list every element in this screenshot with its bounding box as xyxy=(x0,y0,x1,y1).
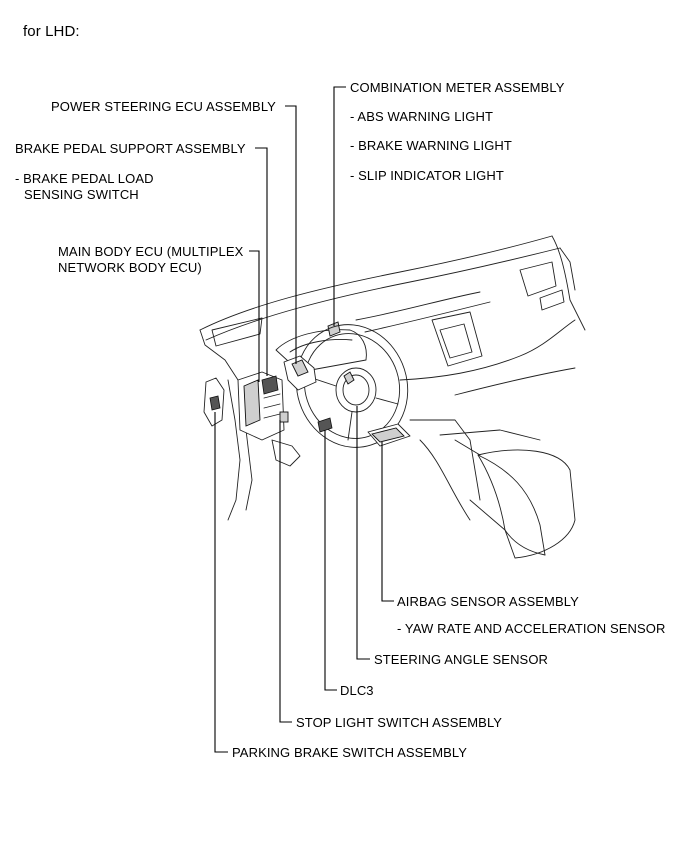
label-parking-brake-switch: PARKING BRAKE SWITCH ASSEMBLY xyxy=(232,745,468,760)
label-brake-pedal-support: BRAKE PEDAL SUPPORT ASSEMBLY xyxy=(15,141,246,156)
dashboard-outline xyxy=(199,235,586,521)
label-power-steering-ecu: POWER STEERING ECU ASSEMBLY xyxy=(51,99,276,114)
label-combination-meter: COMBINATION METER ASSEMBLY xyxy=(350,80,565,95)
label-stop-light-switch: STOP LIGHT SWITCH ASSEMBLY xyxy=(296,715,503,730)
label-main-body-ecu-line1: MAIN BODY ECU (MULTIPLEX xyxy=(58,244,244,259)
label-abs-warning-light: - ABS WARNING LIGHT xyxy=(350,109,493,124)
pedal-ecu-block xyxy=(237,371,301,467)
dlc3-part xyxy=(317,417,333,433)
center-console xyxy=(454,439,576,559)
label-main-body-ecu-line2: NETWORK BODY ECU) xyxy=(58,260,202,275)
page-heading: for LHD: xyxy=(23,23,80,40)
label-yaw-rate-sensor: - YAW RATE AND ACCELERATION SENSOR xyxy=(397,621,666,636)
airbag-sensor-part xyxy=(367,423,411,447)
label-brake-pedal-load-line1: - BRAKE PEDAL LOAD xyxy=(15,171,154,186)
leader-lines xyxy=(214,86,394,753)
label-slip-indicator-light: - SLIP INDICATOR LIGHT xyxy=(350,168,504,183)
label-dlc3: DLC3 xyxy=(340,683,374,698)
label-airbag-sensor: AIRBAG SENSOR ASSEMBLY xyxy=(397,594,579,609)
label-steering-angle-sensor: STEERING ANGLE SENSOR xyxy=(374,652,549,667)
label-brake-warning-light: - BRAKE WARNING LIGHT xyxy=(350,138,512,153)
label-brake-pedal-load-line2: SENSING SWITCH xyxy=(24,187,139,202)
parking-brake-area xyxy=(203,377,225,427)
